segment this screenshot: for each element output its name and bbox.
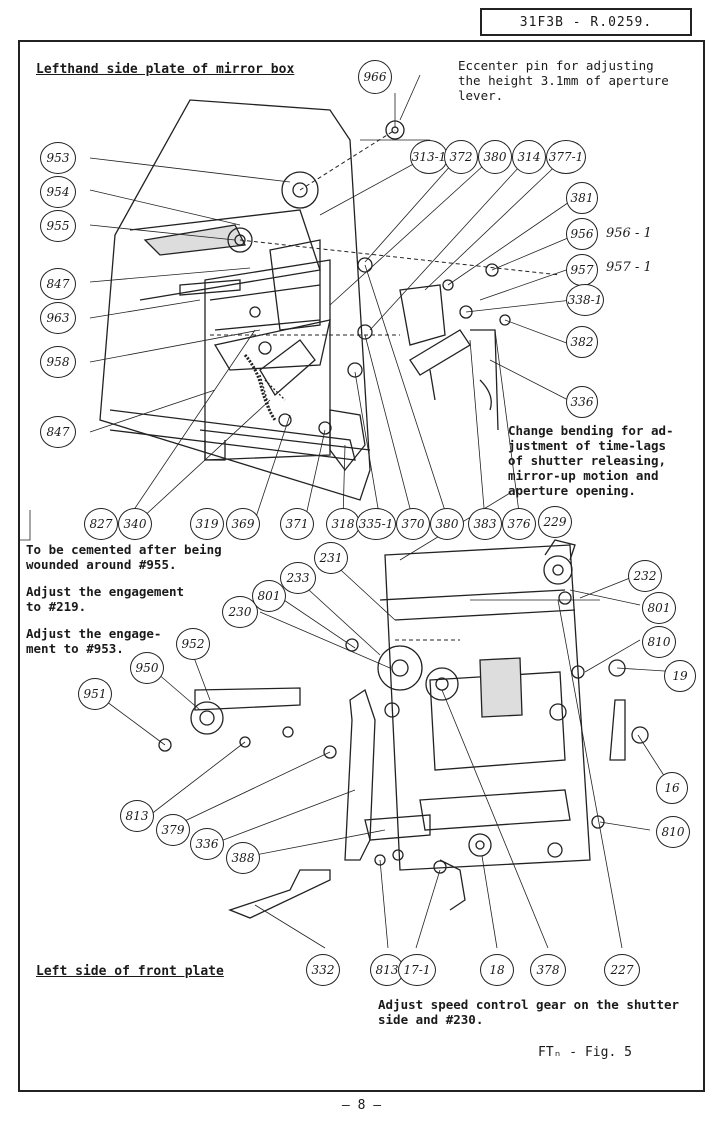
part-callout: 369 — [226, 508, 260, 540]
part-callout: 966 — [358, 60, 392, 94]
part-callout: 19 — [664, 660, 696, 692]
note-speed-control: Adjust speed control gear on the shutter… — [378, 997, 680, 1027]
heading-front-plate: Left side of front plate — [36, 964, 224, 979]
part-callout: 951 — [78, 678, 112, 710]
part-callout: 963 — [40, 302, 76, 334]
part-callout: 335-1 — [356, 508, 396, 540]
part-callout: 338-1 — [566, 284, 604, 316]
part-callout: 336 — [566, 386, 598, 418]
part-callout: 954 — [40, 176, 76, 208]
note-engagement-953: Adjust the engage- ment to #953. — [26, 626, 162, 656]
front-plate — [384, 544, 591, 871]
part-callout: 827 — [84, 508, 118, 540]
figure-frame — [18, 40, 705, 1092]
part-callout: 801 — [642, 592, 676, 624]
part-callout: 318 — [326, 508, 360, 540]
part-callout: 382 — [566, 326, 598, 358]
part-callout: 950 — [130, 652, 164, 684]
part-callout: 229 — [538, 506, 572, 538]
part-callout: 376 — [502, 508, 536, 540]
part-callout: 383 — [468, 508, 502, 540]
part-callout: 340 — [118, 508, 152, 540]
part-callout: 319 — [190, 508, 224, 540]
note-cemented: To be cemented after being wounded aroun… — [26, 542, 222, 572]
part-callout: 332 — [306, 954, 340, 986]
part-callout: 232 — [628, 560, 662, 592]
part-callout: 388 — [226, 842, 260, 874]
part-callout: 378 — [530, 954, 566, 986]
part-callout: 380 — [478, 140, 512, 174]
part-callout: 847 — [40, 268, 76, 300]
part-callout: 953 — [40, 142, 76, 174]
page-number: — 8 — — [341, 1098, 382, 1113]
part-callout: 16 — [656, 772, 688, 804]
part-callout: 17-1 — [398, 954, 436, 986]
part-label: 956 - 1 — [606, 226, 652, 241]
part-callout: 372 — [444, 140, 478, 174]
part-callout: 377-1 — [546, 140, 586, 174]
part-callout: 380 — [430, 508, 464, 540]
note-change-bending: Change bending for ad- justment of time-… — [508, 423, 674, 498]
part-label: 957 - 1 — [606, 260, 652, 275]
note-engagement-219: Adjust the engagement to #219. — [26, 584, 185, 614]
part-callout: 810 — [642, 626, 676, 658]
part-callout: 813 — [120, 800, 154, 832]
part-callout: 952 — [176, 628, 210, 660]
part-callout: 956 — [566, 218, 598, 250]
document-reference: 31F3B - R.0259. — [480, 8, 692, 36]
figure-caption: FTₙ - Fig. 5 — [538, 1045, 632, 1060]
part-callout: 314 — [512, 140, 546, 174]
part-callout: 801 — [252, 580, 286, 612]
heading-mirror-box: Lefthand side plate of mirror box — [36, 62, 295, 77]
part-callout: 379 — [156, 814, 190, 846]
part-callout: 371 — [280, 508, 314, 540]
part-callout: 336 — [190, 828, 224, 860]
part-callout: 231 — [314, 542, 348, 574]
part-callout: 18 — [480, 954, 514, 986]
part-callout: 233 — [280, 562, 316, 594]
part-callout: 313-1 — [410, 140, 448, 174]
part-callout: 381 — [566, 182, 598, 214]
part-callout: 810 — [656, 816, 690, 848]
part-callout: 370 — [396, 508, 430, 540]
part-callout: 957 — [566, 254, 598, 286]
part-callout: 227 — [604, 954, 640, 986]
note-eccenter-pin: Eccenter pin for adjusting the height 3.… — [458, 58, 669, 103]
part-callout: 847 — [40, 416, 76, 448]
part-callout: 958 — [40, 346, 76, 378]
mirror-box-plate — [99, 99, 371, 501]
part-callout: 955 — [40, 210, 76, 242]
